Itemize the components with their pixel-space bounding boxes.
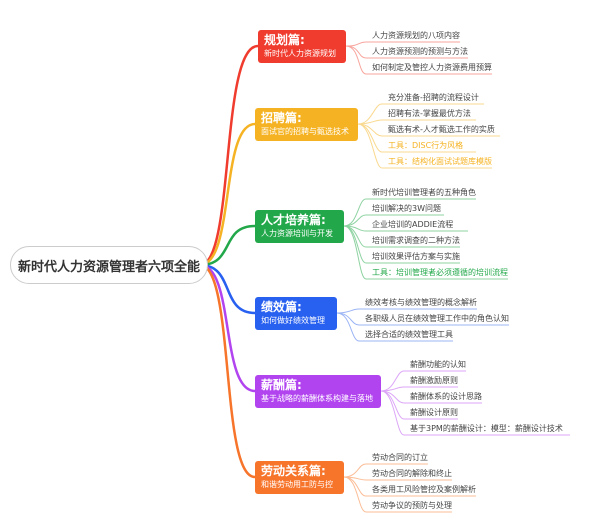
- leaf-item[interactable]: 培训效果评估方案与实施: [372, 252, 460, 261]
- leaf-item[interactable]: 企业培训的ADDIE流程: [372, 220, 454, 229]
- item-connector: [380, 390, 570, 436]
- branch-node[interactable]: 招聘篇: 面试官的招聘与甄选技术: [255, 108, 358, 141]
- leaf-item[interactable]: 招聘有法-掌握最优方法: [388, 109, 471, 118]
- branch-connector: [199, 263, 256, 315]
- item-connector: [336, 312, 453, 342]
- leaf-item[interactable]: 劳动合同的解除和终止: [372, 469, 452, 478]
- branch-subtitle: 人力资源培训与开发: [261, 229, 333, 238]
- item-connector: [343, 476, 452, 513]
- item-connector: [357, 123, 492, 169]
- leaf-item[interactable]: 劳动争议的预防与处理: [372, 501, 452, 510]
- leaf-item[interactable]: 各职级人员在绩效管理工作中的角色认知: [365, 314, 509, 323]
- item-connector: [336, 308, 477, 314]
- branch-subtitle: 基于战略的薪酬体系构建与落地: [261, 394, 373, 403]
- leaf-item[interactable]: 人力资源预测的预测与方法: [372, 47, 468, 56]
- branch-node[interactable]: 薪酬篇: 基于战略的薪酬体系构建与落地: [255, 375, 381, 408]
- leaf-item[interactable]: 绩效考核与绩效管理的概念解析: [365, 298, 477, 307]
- branch-title: 绩效篇:: [261, 300, 302, 314]
- item-connector: [343, 225, 508, 280]
- branch-subtitle: 面试官的招聘与甄选技术: [261, 127, 349, 136]
- leaf-item[interactable]: 甄选有术-人才甄选工作的实质: [388, 125, 495, 134]
- branch-node[interactable]: 绩效篇: 如何做好绩效管理: [255, 297, 337, 330]
- branch-connector: [199, 263, 256, 393]
- branch-title: 规划篇:: [264, 33, 305, 47]
- branch-subtitle: 如何做好绩效管理: [261, 316, 325, 325]
- branch-connector: [199, 224, 256, 267]
- item-connector: [380, 386, 458, 392]
- item-connector: [345, 41, 460, 47]
- item-connector: [343, 463, 428, 478]
- branch-title: 薪酬篇:: [261, 378, 302, 392]
- item-connector: [343, 198, 476, 227]
- branch-connector: [199, 263, 256, 479]
- leaf-item[interactable]: 基于3PM的薪酬设计：模型：薪酬设计技术: [410, 424, 563, 433]
- branch-title: 人才培养篇:: [261, 213, 326, 227]
- branch-node[interactable]: 劳动关系篇: 和谐劳动用工防与控: [255, 461, 344, 494]
- item-connector: [357, 103, 484, 125]
- central-topic[interactable]: 新时代人力资源管理者六项全能: [10, 246, 208, 284]
- leaf-item[interactable]: 新时代培训管理者的五种角色: [372, 188, 476, 197]
- item-connector: [345, 45, 492, 75]
- branch-title: 劳动关系篇:: [261, 464, 326, 478]
- leaf-item[interactable]: 薪酬设计原则: [410, 408, 458, 417]
- branch-subtitle: 新时代人力资源规划: [264, 49, 336, 58]
- branch-node[interactable]: 规划篇: 新时代人力资源规划: [258, 30, 346, 63]
- leaf-item[interactable]: 如何制定及管控人力资源费用预算: [372, 63, 492, 72]
- leaf-item[interactable]: 人力资源规划的八项内容: [372, 31, 460, 40]
- leaf-item[interactable]: 培训解决的3W问题: [372, 204, 441, 213]
- branch-title: 招聘篇:: [261, 111, 302, 125]
- item-connector: [357, 119, 476, 125]
- leaf-item[interactable]: 工具：DISC行为风格: [388, 141, 464, 150]
- leaf-item[interactable]: 选择合适的绩效管理工具: [365, 330, 453, 339]
- leaf-item[interactable]: 培训需求调查的二种方法: [372, 236, 460, 245]
- leaf-item[interactable]: 工具：结构化面试试题库模版: [388, 157, 492, 166]
- item-connector: [380, 370, 466, 392]
- branch-connector: [199, 122, 256, 267]
- leaf-item[interactable]: 薪酬激励原则: [410, 376, 458, 385]
- leaf-item[interactable]: 工具：培训管理者必须遵循的培训流程: [372, 268, 508, 277]
- leaf-item[interactable]: 各类用工风险管控及案例解析: [372, 485, 476, 494]
- item-connector: [343, 214, 444, 227]
- central-topic-label: 新时代人力资源管理者六项全能: [17, 259, 200, 275]
- leaf-item[interactable]: 充分准备-招聘的流程设计: [388, 93, 479, 102]
- branch-connector: [199, 44, 259, 267]
- leaf-item[interactable]: 薪酬体系的设计思路: [410, 392, 482, 401]
- branch-node[interactable]: 人才培养篇: 人力资源培训与开发: [255, 210, 344, 243]
- branch-subtitle: 和谐劳动用工防与控: [261, 480, 333, 489]
- leaf-item[interactable]: 劳动合同的订立: [372, 453, 428, 462]
- leaf-item[interactable]: 薪酬功能的认知: [410, 360, 466, 369]
